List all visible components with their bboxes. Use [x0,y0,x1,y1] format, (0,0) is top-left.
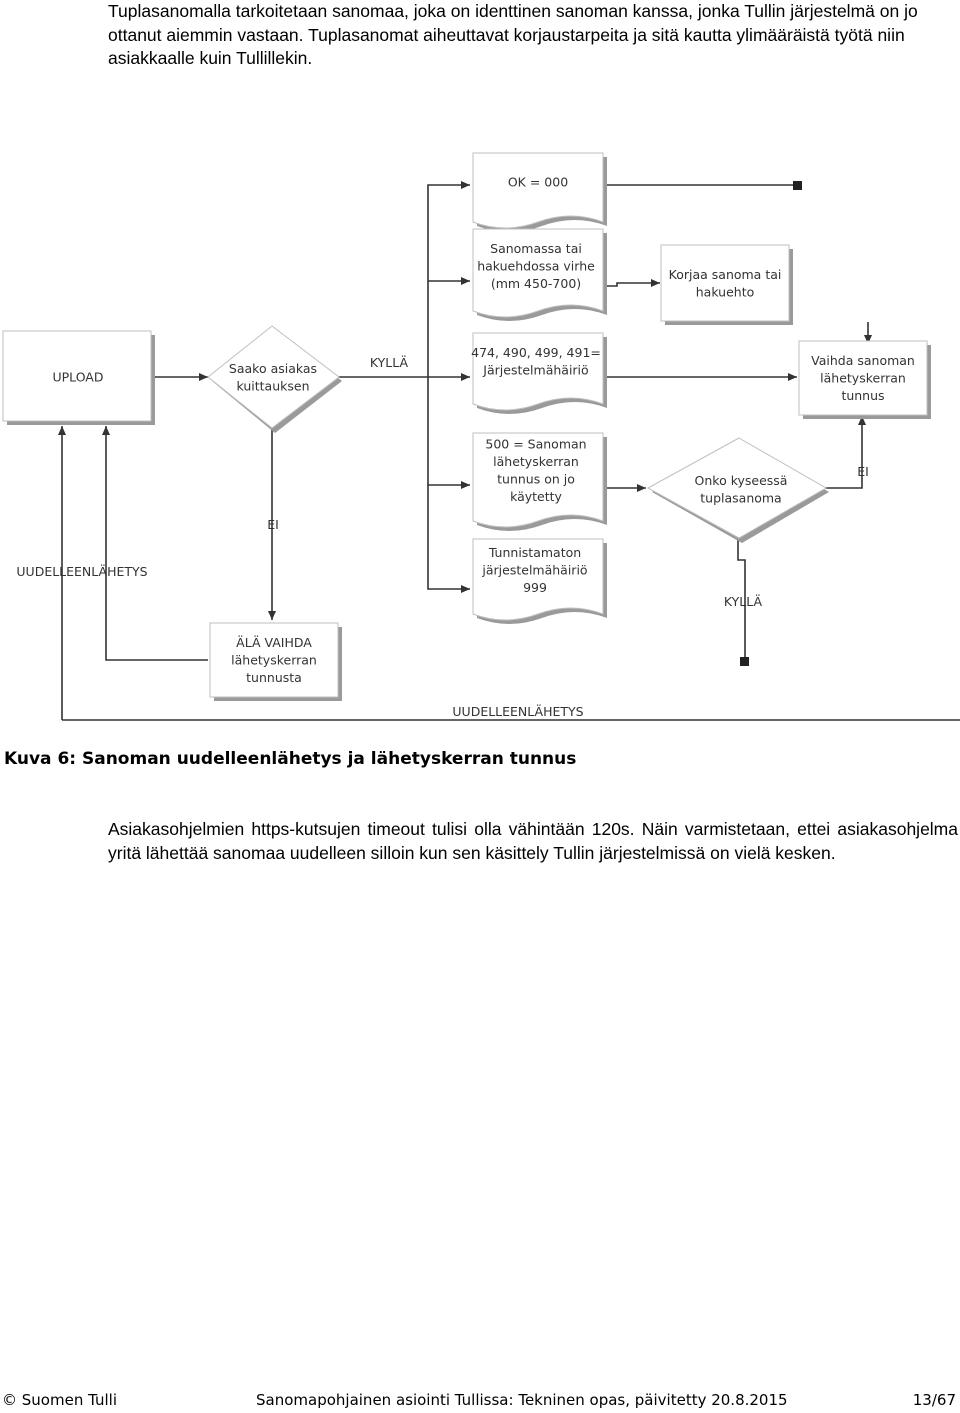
uudelleenlahetys-left-label: UUDELLEENLÄHETYS [16,564,147,579]
ok-000-text: OK = 000 [508,175,568,190]
intro-paragraph: Tuplasanomalla tarkoitetaan sanomaa, jok… [108,1,918,68]
footer-title: Sanomapohjainen asiointi Tullissa: Tekni… [256,1391,788,1409]
footer-page-number: 13/67 [912,1391,956,1409]
footer-copyright: © Suomen Tulli [2,1391,117,1409]
kylla-label-2: KYLLÄ [724,594,763,609]
closing-paragraph: Asiakasohjelmien https-kutsujen timeout … [108,819,958,863]
uudelleenlahetys-bottom-label: UUDELLEENLÄHETYS [452,704,583,719]
terminator-marker [793,181,802,190]
ei-label-right: EI [857,464,869,479]
process-upload: UPLOAD [2,330,155,425]
connector-lines [58,181,960,721]
jarjestelmahairio-text: 474, 490, 499, 491=Järjestelmähäiriö [471,345,601,378]
ei-label-left: EI [267,517,279,532]
document-ok-000: OK = 000 [472,152,607,232]
document-jarjestelmahairio: 474, 490, 499, 491=Järjestelmähäiriö [471,332,607,414]
kylla-label-1: KYLLÄ [370,355,409,370]
figure-caption: Kuva 6: Sanoman uudelleenlähetys ja lähe… [4,749,577,769]
terminator-marker [740,657,749,666]
upload-text: UPLOAD [52,370,103,385]
